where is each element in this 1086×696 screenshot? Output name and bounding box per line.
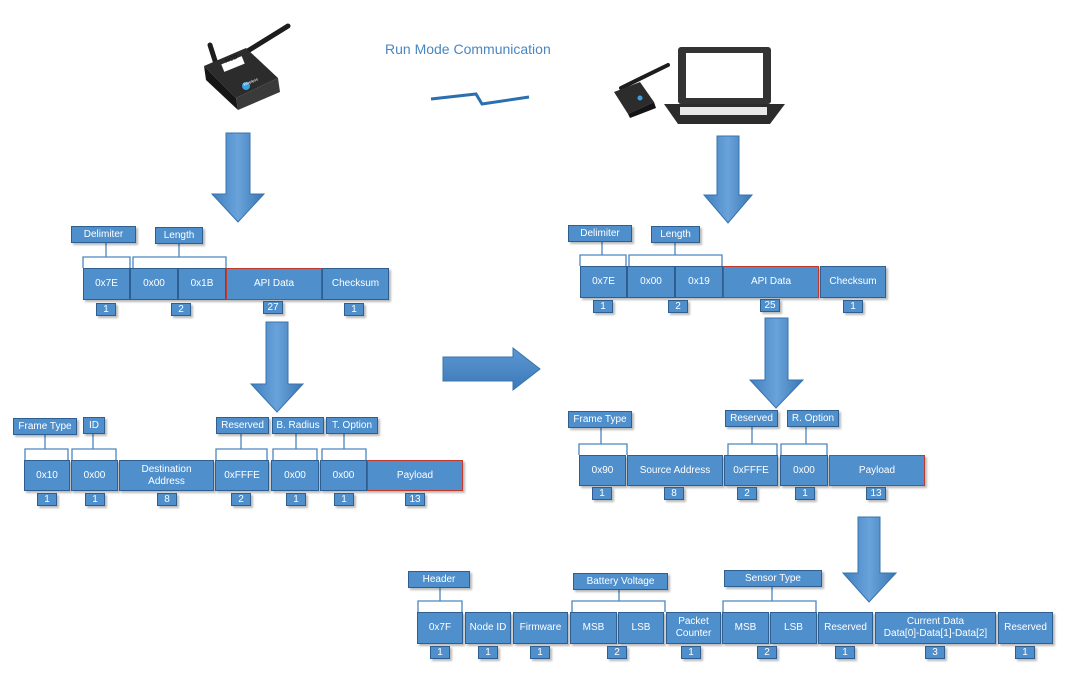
byte-count: 1: [85, 493, 105, 506]
frame-cell-checksum: Checksum: [322, 268, 389, 300]
payload-cell-reserved-2: Reserved: [998, 612, 1053, 644]
payload-cell-battery-msb: MSB: [570, 612, 617, 644]
laptop-icon: [664, 47, 785, 124]
byte-count: 2: [231, 493, 251, 506]
down-arrow-icon: [249, 321, 305, 413]
tag-id: ID: [83, 417, 105, 434]
tag-frame-type: Frame Type: [13, 418, 77, 435]
byte-count: 3: [925, 646, 945, 659]
byte-count: 1: [592, 487, 612, 500]
tag-delimiter: Delimiter: [71, 226, 136, 243]
byte-count: 1: [1015, 646, 1035, 659]
byte-count: 13: [866, 487, 886, 500]
api-cell-r-option: 0x00: [780, 455, 828, 486]
byte-count: 13: [405, 493, 425, 506]
lightning-link-icon: [430, 92, 530, 106]
byte-count: 1: [681, 646, 701, 659]
api-cell-payload: Payload: [367, 460, 463, 491]
tag-length: Length: [651, 226, 700, 243]
tag-r-option: R. Option: [787, 410, 839, 427]
tag-battery-voltage: Battery Voltage: [573, 573, 668, 590]
byte-count: 1: [96, 303, 116, 316]
byte-count: 2: [607, 646, 627, 659]
payload-cell-packet-counter: Packet Counter: [666, 612, 721, 644]
api-cell-reserved: 0xFFFE: [724, 455, 778, 486]
down-arrow-icon: [702, 135, 754, 224]
byte-count: 1: [530, 646, 550, 659]
byte-count: 2: [737, 487, 757, 500]
byte-count: 1: [344, 303, 364, 316]
api-cell-frame-type: 0x90: [579, 455, 626, 486]
api-cell-b-radius: 0x00: [271, 460, 319, 491]
byte-count: 2: [171, 303, 191, 316]
down-arrow-icon: [841, 516, 898, 603]
byte-count: 1: [430, 646, 450, 659]
frame-cell-length-msb: 0x00: [130, 268, 178, 300]
tag-reserved: Reserved: [216, 417, 269, 434]
sensor-device-icon: [204, 23, 291, 110]
payload-cell-battery-lsb: LSB: [618, 612, 664, 644]
diagram-title: Run Mode Communication: [385, 41, 551, 57]
api-cell-id: 0x00: [71, 460, 118, 491]
payload-cell-sensor-msb: MSB: [722, 612, 769, 644]
tag-b-radius: B. Radius: [272, 417, 324, 434]
frame-cell-checksum: Checksum: [820, 266, 886, 298]
api-cell-t-option: 0x00: [320, 460, 367, 491]
payload-cell-current-data: Current Data Data[0]-Data[1]-Data[2]: [875, 612, 996, 644]
byte-count: 2: [668, 300, 688, 313]
bracket-lines: [24, 241, 828, 612]
byte-count: 1: [835, 646, 855, 659]
byte-count: 8: [157, 493, 177, 506]
byte-count: 27: [263, 301, 283, 314]
api-cell-payload: Payload: [829, 455, 925, 486]
tag-sensor-type: Sensor Type: [724, 570, 822, 587]
api-cell-reserved: 0xFFFE: [215, 460, 269, 491]
byte-count: 1: [478, 646, 498, 659]
frame-cell-api-data: API Data: [723, 266, 819, 298]
payload-cell-reserved: Reserved: [818, 612, 873, 644]
api-cell-source-address: Source Address: [627, 455, 723, 486]
down-arrow-icon: [210, 132, 266, 223]
byte-count: 8: [664, 487, 684, 500]
sensor-logo-model: Wireless: [243, 77, 259, 87]
byte-count: 2: [757, 646, 777, 659]
api-cell-frame-type: 0x10: [24, 460, 70, 491]
payload-cell-header: 0x7F: [417, 612, 463, 644]
right-arrow-icon: [442, 346, 541, 392]
payload-cell-sensor-lsb: LSB: [770, 612, 817, 644]
byte-count: 1: [843, 300, 863, 313]
tag-length: Length: [155, 227, 203, 244]
api-cell-destination-address: Destination Address: [119, 460, 214, 491]
sensor-logo-brand: NCD: [225, 54, 240, 65]
byte-count: 1: [795, 487, 815, 500]
byte-count: 1: [593, 300, 613, 313]
tag-t-option: T. Option: [326, 417, 378, 434]
usb-gateway-icon: [614, 63, 670, 118]
frame-cell-delimiter: 0x7E: [83, 268, 130, 300]
payload-cell-firmware: Firmware: [513, 612, 568, 644]
payload-cell-node-id: Node ID: [465, 612, 511, 644]
byte-count: 1: [334, 493, 354, 506]
frame-cell-length-lsb: 0x19: [675, 266, 723, 298]
frame-cell-length-msb: 0x00: [627, 266, 675, 298]
tag-reserved: Reserved: [725, 410, 778, 427]
down-arrow-icon: [748, 317, 805, 409]
frame-cell-length-lsb: 0x1B: [178, 268, 226, 300]
frame-cell-api-data: API Data: [226, 268, 322, 300]
tag-frame-type: Frame Type: [568, 411, 632, 428]
byte-count: 25: [760, 299, 780, 312]
byte-count: 1: [286, 493, 306, 506]
tag-delimiter: Delimiter: [568, 225, 632, 242]
tag-header: Header: [408, 571, 470, 588]
byte-count: 1: [37, 493, 57, 506]
frame-cell-delimiter: 0x7E: [580, 266, 627, 298]
